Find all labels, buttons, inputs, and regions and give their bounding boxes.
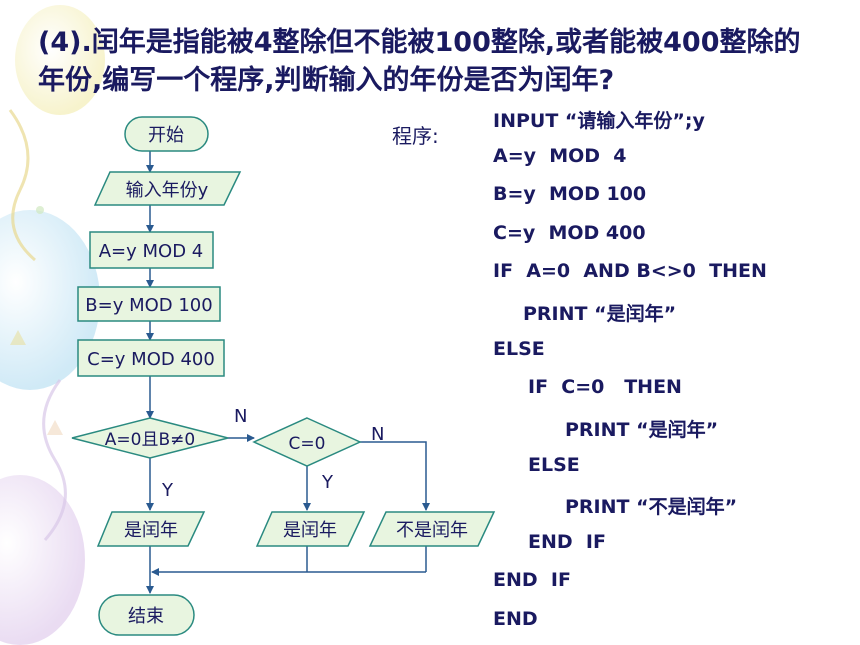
- end-terminal: 结束: [98, 594, 195, 636]
- process-a-box: A=y MOD 4: [89, 231, 214, 269]
- output-1-text: 是闰年: [124, 520, 178, 541]
- title-line-2: 年份,编写一个程序,判断输入的年份是否为闰年?: [38, 65, 615, 96]
- code-line: C=y MOD 400: [493, 222, 646, 244]
- start-terminal: 开始: [124, 116, 209, 152]
- no-label-2: N: [371, 424, 384, 445]
- balloon-yellow: [15, 5, 105, 115]
- confetti-1: [10, 330, 26, 345]
- input-text: 输入年份y: [126, 180, 209, 201]
- end-text: 结束: [128, 606, 164, 627]
- code-line: INPUT “请输入年份”;y: [493, 110, 705, 132]
- process-c-box: C=y MOD 400: [77, 339, 225, 377]
- code-line: END IF: [528, 531, 606, 553]
- streamer-yellow: [8, 109, 36, 262]
- balloon-purple: [0, 475, 85, 645]
- flow-connectors: [146, 151, 430, 594]
- code-line: ELSE: [493, 338, 545, 360]
- output-2-parallelogram: 是闰年: [255, 511, 366, 547]
- output-2-text: 是闰年: [283, 520, 337, 541]
- program-label: 程序:: [392, 124, 439, 148]
- streamer-purple: [42, 379, 67, 541]
- decision-1-text: A=0且B≠0: [105, 430, 195, 450]
- code-line: IF A=0 AND B<>0 THEN: [493, 260, 767, 282]
- code-line: END: [493, 608, 538, 630]
- process-a-text: A=y MOD 4: [99, 241, 204, 262]
- yes-label-2: Y: [321, 472, 334, 493]
- yes-label-1: Y: [161, 480, 174, 501]
- process-b-box: B=y MOD 100: [77, 286, 221, 322]
- output-3-parallelogram: 不是闰年: [368, 511, 496, 547]
- output-3-text: 不是闰年: [396, 520, 468, 541]
- start-text: 开始: [148, 125, 184, 146]
- arrow-decision2-no: [360, 441, 430, 511]
- input-parallelogram: 输入年份y: [93, 171, 242, 206]
- no-label-1: N: [234, 406, 247, 427]
- code-line: PRINT “是闰年”: [565, 419, 719, 441]
- decision-2-diamond: C=0: [252, 417, 362, 467]
- process-b-text: B=y MOD 100: [85, 295, 212, 316]
- code-line: ELSE: [528, 454, 580, 476]
- decision-2-text: C=0: [289, 434, 326, 454]
- title-line-1: (4).闰年是指能被4整除但不能被100整除,或者能被400整除的: [38, 27, 801, 58]
- code-line: PRINT “是闰年”: [523, 303, 677, 325]
- code-line: END IF: [493, 569, 571, 591]
- code-line: IF C=0 THEN: [528, 376, 682, 398]
- confetti-3: [36, 206, 44, 214]
- process-c-text: C=y MOD 400: [87, 349, 215, 370]
- output-1-parallelogram: 是闰年: [96, 511, 206, 547]
- code-line: B=y MOD 100: [493, 183, 647, 205]
- decision-1-diamond: A=0且B≠0: [71, 417, 229, 459]
- code-line: PRINT “不是闰年”: [565, 496, 738, 518]
- confetti-2: [47, 420, 63, 435]
- code-line: A=y MOD 4: [493, 145, 627, 167]
- page-title: (4).闰年是指能被4整除但不能被100整除,或者能被400整除的 年份,编写一…: [38, 24, 838, 100]
